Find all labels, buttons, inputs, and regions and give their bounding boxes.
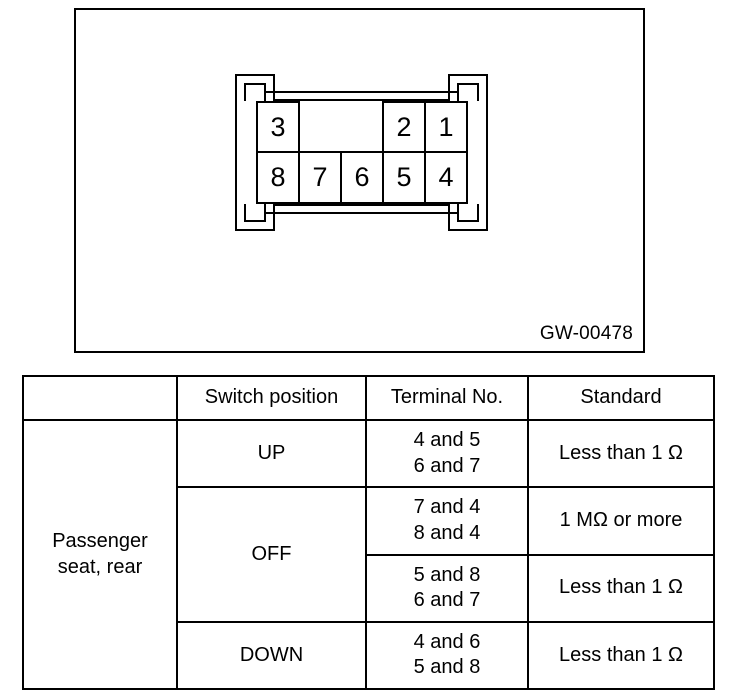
terminal-grid: 3 2 1 8 7 6 5 4 bbox=[256, 101, 468, 204]
connector-figure-panel: 3 2 1 8 7 6 5 4 GW-00478 bbox=[74, 8, 645, 353]
terminal-no-down: 4 and 6 5 and 8 bbox=[365, 620, 529, 691]
connector-housing-outline bbox=[235, 74, 488, 231]
table-row: OFF 7 and 4 8 and 4 1 MΩ or more bbox=[23, 486, 715, 623]
connector-diagram: 3 2 1 8 7 6 5 4 bbox=[235, 74, 488, 231]
terminal-pin-1: 1 bbox=[424, 101, 468, 153]
terminal-pin-blank-b bbox=[342, 101, 384, 153]
switch-position-off: OFF bbox=[176, 486, 367, 623]
terminal-pin-7: 7 bbox=[298, 151, 342, 204]
header-terminal-no: Terminal No. bbox=[365, 375, 529, 421]
switch-position-down: DOWN bbox=[176, 620, 367, 691]
terminal-pin-4: 4 bbox=[424, 151, 468, 204]
header-item bbox=[22, 375, 178, 421]
terminal-pin-6: 6 bbox=[340, 151, 384, 204]
standard-down: Less than 1 Ω bbox=[527, 620, 715, 691]
figure-reference-code: GW-00478 bbox=[539, 323, 633, 344]
standard-off-a: 1 MΩ or more bbox=[527, 486, 715, 556]
header-standard: Standard bbox=[527, 375, 715, 421]
terminal-pin-3: 3 bbox=[256, 101, 300, 153]
terminal-no-off-a: 7 and 4 8 and 4 bbox=[365, 486, 529, 556]
header-switch-position: Switch position bbox=[176, 375, 367, 421]
table-row: Passenger seat, rear UP 4 and 5 6 and 7 … bbox=[22, 418, 715, 690]
item-passenger-seat-rear: Passenger seat, rear bbox=[22, 419, 178, 690]
table-row: DOWN 4 and 6 5 and 8 Less than 1 Ω bbox=[23, 620, 715, 691]
terminal-no-off-b: 5 and 8 6 and 7 bbox=[365, 553, 529, 623]
inspection-standard-table: Switch position Terminal No. Standard Pa… bbox=[22, 375, 715, 691]
terminal-pin-5: 5 bbox=[382, 151, 426, 204]
table-header-row: Switch position Terminal No. Standard bbox=[22, 375, 715, 421]
terminal-no-up: 4 and 5 6 and 7 bbox=[365, 418, 529, 489]
switch-position-up: UP bbox=[176, 418, 367, 489]
terminal-pin-blank-a bbox=[300, 101, 342, 153]
standard-off-b: Less than 1 Ω bbox=[527, 553, 715, 623]
terminal-pin-8: 8 bbox=[256, 151, 300, 204]
standard-up: Less than 1 Ω bbox=[527, 418, 715, 489]
terminal-pin-2: 2 bbox=[382, 101, 426, 153]
table-row: 5 and 8 6 and 7 Less than 1 Ω bbox=[23, 553, 715, 623]
